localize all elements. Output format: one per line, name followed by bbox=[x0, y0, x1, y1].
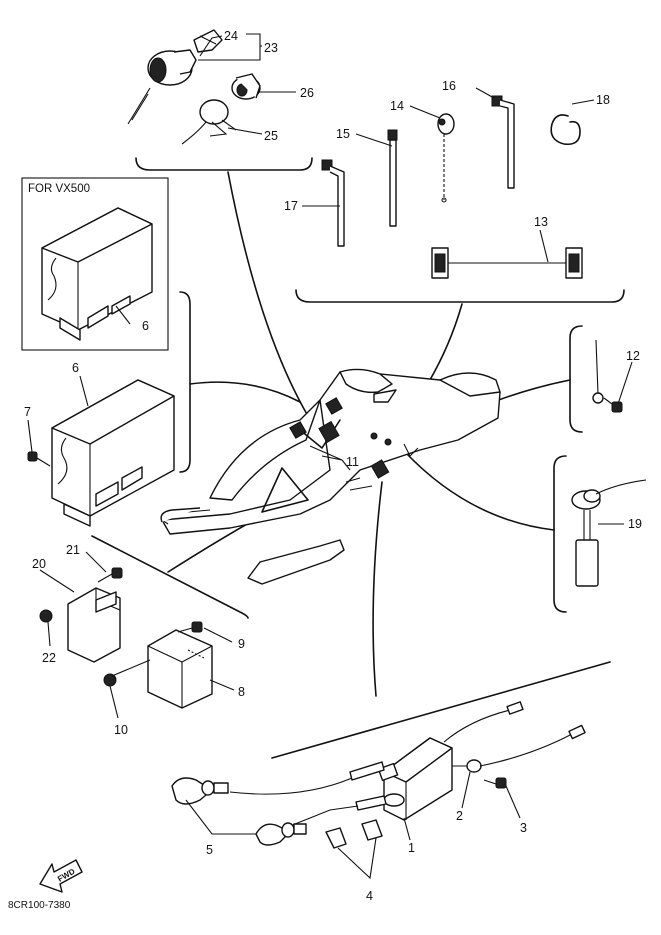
part-ignition-switch bbox=[127, 29, 223, 125]
catalog-code: 8CR100-7380 bbox=[8, 900, 71, 911]
inset-vx500: FOR VX500 bbox=[21, 177, 169, 351]
callout-8: 8 bbox=[238, 685, 245, 699]
callout-24: 24 bbox=[224, 29, 238, 43]
callout-12: 12 bbox=[626, 349, 640, 363]
part-bolt-3 bbox=[483, 777, 507, 789]
callout-9: 9 bbox=[238, 637, 245, 651]
callout-1: 1 bbox=[408, 841, 415, 855]
part-plug-caps-5 bbox=[171, 777, 359, 846]
callout-2: 2 bbox=[456, 809, 463, 823]
part-ground-wire-12 bbox=[592, 339, 623, 413]
part-ignition-coil bbox=[349, 701, 586, 821]
part-bolt-7 bbox=[27, 451, 51, 467]
callout-18: 18 bbox=[596, 93, 610, 107]
callout-14: 14 bbox=[390, 99, 404, 113]
callout-10: 10 bbox=[114, 723, 128, 737]
part-clip-18 bbox=[550, 114, 581, 146]
callout-21: 21 bbox=[66, 543, 80, 557]
callout-labels: 24 23 26 25 15 14 16 18 17 13 6 6 7 12 1… bbox=[24, 29, 642, 903]
part-cable-tie-16 bbox=[491, 95, 515, 189]
callout-6: 6 bbox=[72, 361, 79, 375]
callout-6-inset: 6 bbox=[142, 319, 149, 333]
part-switch-cap-26 bbox=[231, 73, 261, 100]
callout-5: 5 bbox=[206, 843, 213, 857]
callout-16: 16 bbox=[442, 79, 456, 93]
part-unit-8 bbox=[147, 629, 213, 709]
callout-leaders bbox=[27, 33, 633, 880]
callout-17: 17 bbox=[284, 199, 298, 213]
callout-22: 22 bbox=[42, 651, 56, 665]
callout-26: 26 bbox=[300, 86, 314, 100]
part-clamps-4 bbox=[325, 819, 383, 849]
inset-title: FOR VX500 bbox=[28, 183, 90, 195]
callout-13: 13 bbox=[534, 215, 548, 229]
part-nut-22 bbox=[39, 609, 53, 623]
callout-7: 7 bbox=[24, 405, 31, 419]
part-bolt-9 bbox=[177, 621, 203, 633]
forward-arrow-icon: FWD bbox=[39, 859, 83, 893]
callout-23: 23 bbox=[264, 41, 278, 55]
part-tie-14 bbox=[437, 113, 455, 203]
part-nut-10 bbox=[103, 673, 117, 687]
part-switch-25 bbox=[181, 99, 237, 145]
callout-3: 3 bbox=[520, 821, 527, 835]
part-cable-tie-17 bbox=[321, 159, 345, 247]
group-brackets bbox=[91, 157, 625, 759]
part-cable-tie-15 bbox=[387, 129, 398, 227]
part-cdi-unit bbox=[51, 379, 175, 527]
callout-20: 20 bbox=[32, 557, 46, 571]
callout-15: 15 bbox=[336, 127, 350, 141]
callout-11: 11 bbox=[346, 455, 359, 469]
callout-4: 4 bbox=[366, 889, 373, 903]
part-bolt-21 bbox=[97, 567, 123, 583]
vehicle-body bbox=[160, 368, 501, 585]
callout-25: 25 bbox=[264, 129, 278, 143]
callout-19: 19 bbox=[628, 517, 642, 531]
part-sensor-19 bbox=[571, 479, 647, 587]
part-strap-13 bbox=[431, 247, 583, 279]
part-relay-20 bbox=[67, 587, 121, 663]
